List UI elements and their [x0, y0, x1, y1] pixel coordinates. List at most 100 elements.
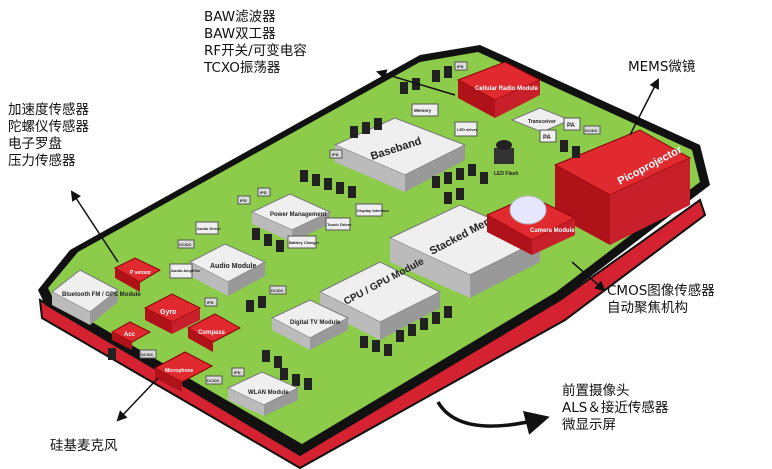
- annotation-baw-duplexer: BAW双工器: [204, 26, 276, 42]
- ipd-chip: IPD: [257, 187, 271, 197]
- component-cluster: [108, 66, 580, 390]
- led-flash: LED Flash: [494, 140, 518, 177]
- wlan-module: WLAN Module: [226, 371, 300, 416]
- annotation-rf-switch: RF开关/可变电容: [204, 43, 307, 59]
- svg-text:DC/DC: DC/DC: [141, 352, 154, 357]
- battery-charger-label: Battery Charger: [289, 240, 320, 245]
- ipd-chip: IPD: [204, 297, 218, 307]
- audio-module: Audio Module: [188, 243, 267, 296]
- power-management-label: Power Management: [270, 212, 326, 218]
- battery-charger-chip: Battery Charger: [287, 235, 320, 249]
- compass-chip: Compass: [186, 313, 242, 352]
- pressure-sensor-label: P sensor: [130, 270, 151, 276]
- annotation-sensor-group: 加速度传感器 陀螺仪传感器 电子罗盘 压力传感器: [8, 102, 89, 170]
- cellular-radio-module: Cellular Radio Module: [456, 61, 542, 118]
- led-driver-label: LED driver: [457, 127, 478, 132]
- cpu-gpu-chip: CPU / GPU Module: [318, 256, 442, 340]
- svg-text:IPD: IPD: [240, 198, 247, 203]
- digital-tv-module: Digital TV Module: [270, 299, 350, 350]
- touch-driver-label: Touch Driver: [327, 222, 352, 227]
- led-driver-chip: LED driver: [454, 121, 478, 137]
- gyro-chip: Gyro: [143, 293, 202, 334]
- annotation-cmos-sensor: CMOS图像传感器: [607, 283, 715, 299]
- annotation-backside-group: 前置摄像头 ALS＆接近传感器 微显示屏: [562, 383, 668, 434]
- pa-label-2: PA: [567, 123, 576, 129]
- dcdc-chip: DC/DC: [139, 349, 157, 359]
- audio-driver-label: Audio Driver: [197, 226, 221, 231]
- ipd-chip: IPD: [454, 61, 468, 71]
- audio-driver-chip: Audio Driver: [195, 221, 221, 235]
- annotation-cmos-group: CMOS图像传感器 自动聚焦机构: [607, 283, 715, 317]
- svg-text:IPD: IPD: [332, 152, 339, 157]
- accel-chip: Acc: [110, 321, 152, 350]
- touch-driver-chip: Touch Driver: [325, 217, 352, 231]
- pa-chip-2: PA: [563, 117, 581, 131]
- arrow-cmos: [571, 261, 606, 292]
- annotation-autofocus: 自动聚焦机构: [607, 300, 688, 316]
- memory-small-chip: Memory: [411, 103, 439, 117]
- picoprojector-module: Picoprojector: [553, 129, 692, 245]
- svg-text:IPD: IPD: [457, 64, 464, 69]
- compass-label: Compass: [198, 330, 226, 336]
- dcdc-chip: DC/DC: [177, 239, 195, 249]
- annotation-tcxo: TCXO振荡器: [204, 60, 281, 76]
- annotation-mems-mirror: MEMS微镜: [628, 59, 696, 75]
- svg-text:IPD: IPD: [260, 190, 267, 195]
- wlan-label: WLAN Module: [248, 390, 289, 396]
- pa-label-1: PA: [543, 135, 552, 141]
- annotation-compass: 电子罗盘: [8, 136, 62, 152]
- svg-text:IPD: IPD: [207, 300, 214, 305]
- power-management-chip: Power Management: [250, 193, 332, 242]
- pcb-edge: [38, 198, 707, 469]
- annotation-microdisplay: 微显示屏: [562, 417, 616, 433]
- bluetooth-module: Bluetooth FM / GPS Module: [51, 269, 141, 325]
- ipd-chip: IPD: [237, 195, 251, 205]
- ipd-chip: IPD: [231, 367, 245, 377]
- cellular-radio-label: Cellular Radio Module: [475, 86, 539, 92]
- svg-text:DC/DC: DC/DC: [207, 378, 220, 383]
- accel-label: Acc: [124, 332, 136, 338]
- annotation-als-proximity: ALS＆接近传感器: [562, 400, 669, 416]
- svg-text:DC/DC: DC/DC: [585, 128, 598, 133]
- pressure-sensor-chip: P sensor: [113, 257, 162, 292]
- pa-chip-1: PA: [539, 129, 557, 143]
- led-flash-label: LED Flash: [494, 171, 518, 177]
- audio-amplifier-chip: Audio Amplifier: [169, 263, 201, 279]
- annotation-baw-filter: BAW滤波器: [204, 9, 276, 25]
- annotation-front-camera: 前置摄像头: [562, 383, 630, 399]
- display-interface-label: Display Interface: [357, 208, 390, 213]
- annotation-silicon-microphone: 硅基麦克风: [50, 438, 118, 454]
- audio-module-label: Audio Module: [210, 263, 256, 270]
- ipd-chip: IPD: [329, 149, 343, 159]
- gyro-label: Gyro: [160, 309, 176, 316]
- camera-lens: [509, 195, 547, 225]
- memory-small-label: Memory: [414, 108, 432, 113]
- annotation-mic-group: 硅基麦克风: [50, 438, 118, 455]
- audio-amplifier-label: Audio Amplifier: [171, 268, 201, 273]
- svg-text:DC/DC: DC/DC: [271, 288, 284, 293]
- annotation-gyroscope: 陀螺仪传感器: [8, 119, 89, 135]
- annotation-pressure: 压力传感器: [8, 153, 76, 169]
- microphone-label: Microphone: [165, 368, 194, 374]
- transceiver-label: Transceiver: [528, 119, 556, 125]
- microphone-chip: Microphone: [153, 351, 214, 392]
- camera-module: Camera Module: [485, 195, 577, 255]
- dcdc-chip: DC/DC: [205, 375, 223, 385]
- svg-text:DC/DC: DC/DC: [179, 242, 192, 247]
- annotation-rf-group: BAW滤波器 BAW双工器 RF开关/可变电容 TCXO振荡器: [204, 9, 307, 77]
- arrow-flip: [436, 401, 550, 435]
- arrow-sensors: [70, 190, 119, 263]
- dcdc-chip: DC/DC: [583, 125, 601, 135]
- bluetooth-label: Bluetooth FM / GPS Module: [62, 292, 141, 298]
- arrow-microphone: [116, 377, 159, 422]
- annotation-mems-group: MEMS微镜: [628, 59, 695, 76]
- display-interface-chip: Display Interface: [355, 203, 390, 217]
- camera-label: Camera Module: [530, 228, 575, 234]
- dcdc-chip: DC/DC: [269, 285, 287, 295]
- annotation-accelerometer: 加速度传感器: [8, 102, 89, 118]
- digital-tv-label: Digital TV Module: [290, 320, 341, 326]
- arrow-mems: [629, 78, 659, 136]
- arrow-rf-components: [375, 69, 456, 96]
- svg-text:IPD: IPD: [234, 370, 241, 375]
